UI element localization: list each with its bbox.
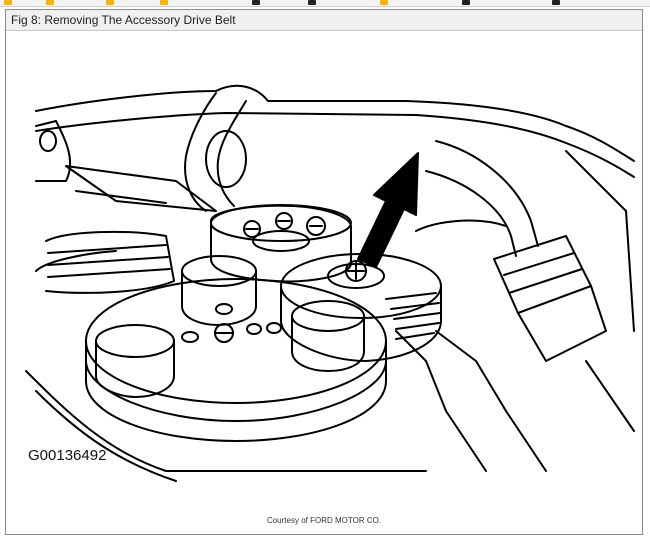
upper-hose [184, 92, 217, 212]
pulley-hole [215, 303, 233, 315]
bracket-hole [39, 130, 57, 152]
tensioner-bolt [345, 260, 367, 282]
arrow-pointer [357, 152, 419, 268]
right-hose-clamp-3 [508, 268, 583, 294]
left-pulley [45, 230, 175, 294]
main-pulley-side [85, 340, 387, 442]
pulley-ribs [385, 292, 441, 340]
right-hose-lower [517, 285, 607, 362]
upper-pulley-face [210, 204, 352, 242]
left-plate-2 [75, 190, 167, 204]
lower-right-edge [585, 360, 635, 432]
folder-icon [106, 0, 114, 5]
figure-id: G00136492 [28, 447, 107, 464]
right-pulley-side [280, 285, 442, 362]
lower-belt-2 [35, 390, 177, 482]
right-structure-2 [415, 219, 507, 232]
engine-line-drawing [25, 84, 635, 482]
lower-belt [25, 370, 427, 472]
figure-caption: Fig 8: Removing The Accessory Drive Belt [11, 13, 236, 27]
upper-pulley-body [210, 204, 352, 283]
right-hose [435, 140, 539, 247]
site-icon [308, 0, 316, 5]
folder-icon [4, 0, 12, 5]
right-hose-inner [425, 170, 517, 257]
pulley-hole [246, 323, 262, 335]
cylinder-right [291, 315, 365, 372]
site-icon [380, 0, 388, 5]
figure-frame: Fig 8: Removing The Accessory Drive Belt [5, 9, 643, 535]
pulley-bolt [306, 216, 326, 236]
left-pulley-ribs [47, 244, 171, 278]
engine-top-outline [35, 84, 635, 162]
lower-right-bracket [395, 330, 487, 472]
cylinder-top-cap [181, 255, 257, 287]
caption-bar: Fig 8: Removing The Accessory Drive Belt [6, 10, 642, 31]
site-icon [462, 0, 470, 5]
tensioner-bolt-detail [347, 262, 365, 280]
pulley-hole [181, 331, 199, 343]
bolt-detail [245, 220, 323, 230]
pulley-hole [266, 322, 282, 334]
left-bracket [35, 120, 72, 182]
belt-left [35, 250, 117, 272]
cylinder-left-top [95, 324, 175, 358]
right-hose-clamp-2 [503, 252, 575, 276]
folder-icon [46, 0, 54, 5]
figure-credit: Courtesy of FORD MOTOR CO. [266, 516, 382, 525]
left-plate [65, 165, 217, 212]
upper-hose-inner [216, 100, 247, 207]
upper-pulley-hub [252, 230, 310, 252]
cylinder-right-cap [291, 300, 365, 332]
site-icon [552, 0, 560, 5]
bookmarks-bar [0, 0, 650, 7]
site-icon [252, 0, 260, 5]
cylinder-left [95, 340, 175, 398]
right-structure [565, 150, 635, 332]
pulley-bolt [243, 220, 261, 238]
upper-hose-end [205, 130, 247, 188]
folder-icon [160, 0, 168, 5]
engine-top-outline-inner [35, 112, 635, 178]
lower-right-bracket-2 [435, 330, 547, 472]
main-pulley-face [85, 278, 387, 404]
pulley-bolt [275, 212, 293, 230]
